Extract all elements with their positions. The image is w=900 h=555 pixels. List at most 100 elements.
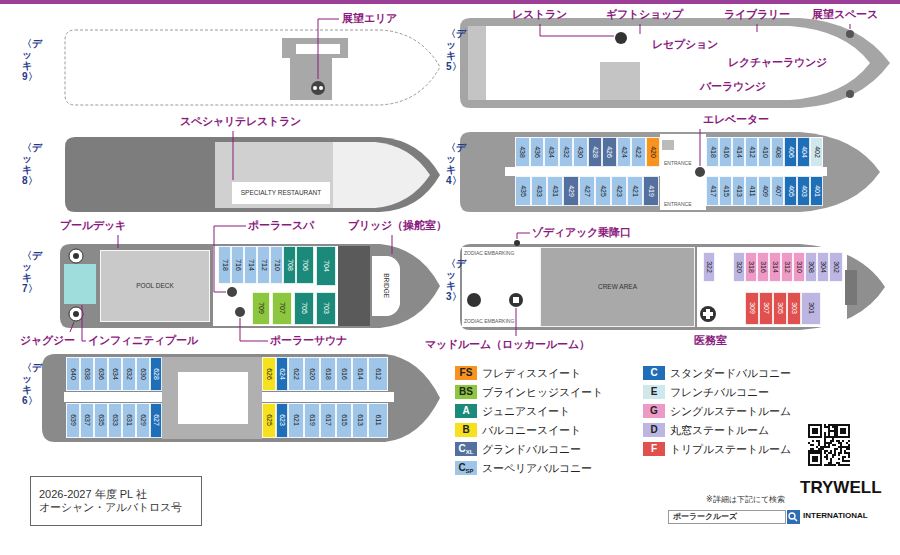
cabin-block: 633 bbox=[108, 403, 122, 438]
infinity-pool bbox=[64, 264, 96, 304]
cabin-block: 308 bbox=[805, 252, 817, 282]
callout-label: 展望エリア bbox=[342, 12, 397, 25]
cabin-number: 409 bbox=[760, 185, 768, 197]
cabin-number: 708 bbox=[285, 259, 293, 271]
deck3-cabin-zone bbox=[697, 247, 847, 327]
cabin-number: 614 bbox=[356, 368, 364, 380]
cabin-number: 310 bbox=[795, 261, 803, 273]
legend-text: バルコニースイート bbox=[482, 423, 581, 437]
leader-line bbox=[82, 305, 86, 341]
cabin-number: 424 bbox=[620, 146, 628, 158]
cabin-number: 412 bbox=[747, 146, 755, 158]
cabin-block: 302 bbox=[829, 252, 843, 282]
search-handle bbox=[794, 518, 797, 521]
bridge-area: BRIDGE bbox=[372, 256, 400, 316]
callout-label: バーラウンジ bbox=[700, 80, 766, 93]
cabin-number: 422 bbox=[634, 146, 642, 158]
cabin-number: 425 bbox=[599, 185, 607, 197]
legend-code: G bbox=[650, 406, 658, 416]
cabin-number: 612 bbox=[374, 368, 382, 380]
cabin-number: 615 bbox=[340, 415, 348, 427]
legend-swatch: F bbox=[643, 442, 665, 456]
cabin-number: 706 bbox=[301, 259, 309, 271]
cabin-block: 611 bbox=[368, 403, 388, 438]
deck-label: 〈デッキ8〉 bbox=[22, 142, 32, 186]
legend-code: C bbox=[458, 463, 465, 473]
cabin-block: 718 bbox=[218, 246, 231, 284]
deck5-stair bbox=[600, 62, 640, 100]
callout-label: マッドルーム（ロッカールーム） bbox=[425, 338, 590, 351]
cabin-block: 434 bbox=[544, 137, 559, 167]
deck-label: 〈デッキ3〉 bbox=[446, 258, 456, 302]
callout-label: レセプション bbox=[652, 38, 718, 51]
cabin-block: 410 bbox=[758, 137, 771, 167]
cabin-number: 408 bbox=[773, 146, 781, 158]
cabin-block: 304 bbox=[817, 252, 829, 282]
cabin-block: 616 bbox=[336, 357, 352, 391]
cabin-number: 410 bbox=[760, 146, 768, 158]
cabin-block: 407 bbox=[771, 176, 784, 206]
deck6-center bbox=[162, 357, 262, 439]
callout-label: ポーラースパ bbox=[248, 219, 314, 232]
cabin-number: 623 bbox=[278, 415, 286, 427]
cabin-block: 305 bbox=[773, 292, 787, 325]
medical-icon bbox=[700, 306, 716, 322]
legend-text: フレンチバルコニー bbox=[670, 385, 769, 399]
cabin-block: 706 bbox=[296, 246, 314, 284]
cabin-block: 403 bbox=[797, 176, 810, 206]
cabin-number: 423 bbox=[615, 185, 623, 197]
cabin-number: 710 bbox=[272, 259, 280, 271]
cabin-number: 404 bbox=[799, 146, 807, 158]
cabin-block: 309 bbox=[745, 292, 759, 325]
callout-label: エレベーター bbox=[703, 113, 769, 126]
cabin-number: 427 bbox=[583, 185, 591, 197]
legend-code: C bbox=[459, 444, 466, 454]
cabin-block: 704 bbox=[316, 246, 336, 286]
cabin-number: 619 bbox=[308, 415, 316, 427]
cabin-block: 408 bbox=[771, 137, 784, 167]
cabin-block: 312 bbox=[781, 252, 793, 282]
legend-swatch: D bbox=[643, 423, 665, 437]
leader-line bbox=[318, 19, 339, 79]
deck7-inner bbox=[213, 246, 370, 326]
callout-label: スペシャリテレストラン bbox=[180, 115, 301, 128]
cabin-block: 627 bbox=[150, 403, 162, 438]
cabin-number: 429 bbox=[567, 185, 575, 197]
cabin-number: 415 bbox=[721, 185, 729, 197]
leader-line bbox=[850, 24, 851, 29]
cabin-number: 301 bbox=[807, 303, 815, 315]
cabin-block: 415 bbox=[719, 176, 732, 206]
cabin-block: 435 bbox=[515, 176, 531, 206]
leader-line bbox=[540, 24, 614, 36]
legend-code: XL bbox=[466, 449, 474, 455]
leader-lines bbox=[70, 19, 850, 341]
legend-text: フレディススイート bbox=[482, 366, 581, 380]
callout-label: ギフトショップ bbox=[606, 8, 683, 21]
cabin-number: 705 bbox=[300, 303, 308, 315]
cabin-block: 617 bbox=[320, 403, 336, 438]
legend-swatch: BS bbox=[455, 385, 477, 399]
cabin-block: 639 bbox=[66, 403, 80, 438]
cabin-number: 405 bbox=[786, 185, 794, 197]
binocular-lens bbox=[313, 86, 317, 90]
callout-label: ジャグジー bbox=[20, 334, 75, 347]
search-button bbox=[787, 510, 800, 524]
cabin-number: 626 bbox=[265, 368, 273, 380]
legend-swatch: G bbox=[643, 404, 665, 418]
deck-label: 〈デッキ6〉 bbox=[22, 362, 32, 406]
cabin-block: 409 bbox=[758, 176, 771, 206]
cabin-number: 433 bbox=[535, 185, 543, 197]
cabin-number: 622 bbox=[292, 368, 300, 380]
legend-code: A bbox=[462, 406, 469, 416]
cabin-number: 432 bbox=[562, 146, 570, 158]
qr-modules bbox=[808, 424, 850, 466]
cabin-block: 619 bbox=[304, 403, 320, 438]
callout-label: 医務室 bbox=[694, 334, 727, 347]
legend-swatch: FS bbox=[455, 366, 477, 380]
cabin-number: 406 bbox=[786, 146, 794, 158]
cabin-block: 428 bbox=[588, 137, 603, 167]
cabin-block: 419 bbox=[643, 176, 659, 206]
leader-line bbox=[214, 226, 246, 292]
